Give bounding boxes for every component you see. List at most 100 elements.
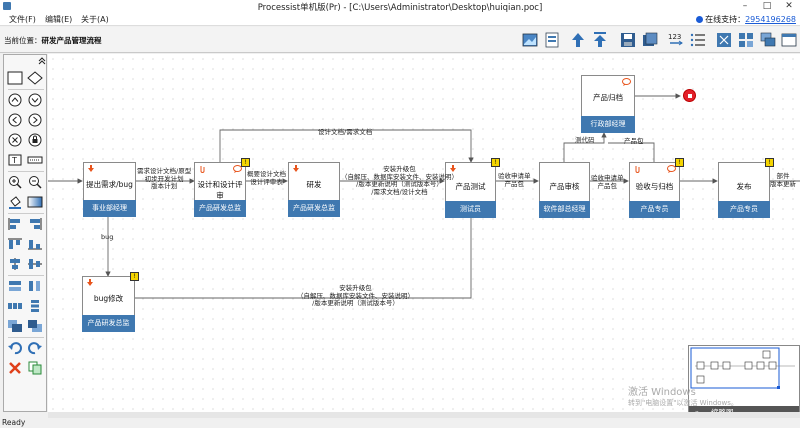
process-node-product-audit[interactable]: 产品审核 软件部总经理 <box>539 162 590 218</box>
redo-icon[interactable] <box>27 341 43 355</box>
layout-icon[interactable] <box>737 31 755 49</box>
process-node-product-archive[interactable]: 产品归档 行政部经理 <box>581 75 635 133</box>
same-width-icon[interactable] <box>7 279 23 293</box>
connector-layer <box>48 93 800 299</box>
horizontal-scrollbar[interactable] <box>48 412 800 418</box>
close-button[interactable]: ✕ <box>785 1 793 11</box>
support-icon <box>695 16 703 23</box>
note-badge: ! <box>130 272 139 281</box>
rectangle-shape-icon[interactable] <box>7 71 23 85</box>
support-phone-link[interactable]: 2954196268 <box>745 15 796 24</box>
menu-edit[interactable]: 编辑(E) <box>45 15 73 24</box>
window-title: Processist单机版(Pr) - [C:\Users\Administra… <box>257 3 543 13</box>
node-label: 产品测试 <box>455 182 486 191</box>
title-bar: Processist单机版(Pr) - [C:\Users\Administra… <box>0 0 800 13</box>
align-top-icon[interactable] <box>7 237 23 251</box>
minimap-panel[interactable]: »缩略图 <box>688 345 800 421</box>
paint-bucket-icon[interactable] <box>7 195 23 209</box>
left-circle-icon[interactable] <box>7 113 23 127</box>
align-center-v-icon[interactable] <box>27 257 43 271</box>
align-center-h-icon[interactable] <box>7 257 23 271</box>
process-node-submit-request[interactable]: 提出需求/bug 事业部经理 <box>83 162 136 217</box>
node-role: 产品专员 <box>718 201 770 218</box>
right-circle-icon[interactable] <box>27 113 43 127</box>
node-role: 产品研发总监 <box>82 315 135 332</box>
same-height-icon[interactable] <box>27 279 43 293</box>
end-stop-icon[interactable] <box>683 89 696 102</box>
export-doc-icon[interactable] <box>543 31 561 49</box>
svg-text:T: T <box>11 156 17 165</box>
note-badge: ! <box>675 158 684 167</box>
bring-front-icon[interactable] <box>7 319 23 333</box>
edge-label: 概要设计文档 设计评审表 <box>247 170 286 186</box>
diagram-canvas[interactable]: 提出需求/bug 事业部经理 ! 设计和设计评审 产品研发总监 研发 产品研发总… <box>48 54 800 412</box>
gradient-fill-icon[interactable] <box>27 195 43 209</box>
distribute-v-icon[interactable] <box>27 299 43 313</box>
process-node-design-review[interactable]: ! 设计和设计评审 产品研发总监 <box>194 158 250 217</box>
distribute-h-icon[interactable] <box>7 299 23 313</box>
edge-label: 产品包 <box>624 137 644 145</box>
node-role: 测试员 <box>445 201 496 218</box>
menu-about[interactable]: 关于(A) <box>81 15 109 24</box>
toolbar: 当前位置：研发产品管理流程 123 <box>0 27 800 53</box>
app-icon <box>3 2 11 10</box>
cancel-circle-icon[interactable] <box>7 133 23 147</box>
collapse-chevron-icon[interactable] <box>38 57 46 65</box>
palette-divider <box>8 213 44 214</box>
breadcrumb-prefix: 当前位置： <box>4 36 42 45</box>
process-node-release[interactable]: ! 发布 产品专员 <box>718 158 774 218</box>
edge-label: 安装升级包 （自解压、数据库安装文件、安装说明） /版本更新说明（测试版本号） <box>297 284 414 307</box>
align-bottom-icon[interactable] <box>27 237 43 251</box>
process-node-bug-fix[interactable]: ! bug修改 产品研发总监 <box>82 272 139 332</box>
up-circle-icon[interactable] <box>7 93 23 107</box>
down-circle-icon[interactable] <box>27 93 43 107</box>
text-box-icon[interactable]: T <box>7 153 23 167</box>
cascade-icon[interactable] <box>759 31 777 49</box>
node-label: 提出需求/bug <box>86 180 133 189</box>
node-label: 设计和设计评审 <box>197 180 243 200</box>
node-role: 软件部总经理 <box>539 201 590 218</box>
list-icon[interactable] <box>689 31 707 49</box>
window-icon[interactable] <box>780 31 798 49</box>
edge-label: bug <box>101 233 114 241</box>
process-node-product-test[interactable]: ! 产品测试 测试员 <box>445 158 500 218</box>
align-right-icon[interactable] <box>27 217 43 231</box>
save-as-icon[interactable] <box>641 31 659 49</box>
start-arrow-icon <box>293 165 299 172</box>
node-role: 产品研发总监 <box>288 200 340 217</box>
zoom-out-icon[interactable] <box>27 175 43 189</box>
maximize-button[interactable]: □ <box>762 1 772 11</box>
process-node-develop[interactable]: 研发 产品研发总监 <box>288 162 340 217</box>
support-label: 在线支持： <box>705 15 746 24</box>
menu-bar: 文件(F) 编辑(E) 关于(A) 在线支持：2954196268 <box>0 12 800 26</box>
node-label: 产品归档 <box>593 93 623 102</box>
process-node-acceptance-archive[interactable]: ! 验收与归档 产品专员 <box>629 158 684 218</box>
edge-label: 安装升级包 （自解压、数据库安装文件、安装说明） /版本更新说明（测试版本号） … <box>341 165 458 196</box>
save-icon[interactable] <box>619 31 637 49</box>
export-image-icon[interactable] <box>521 31 539 49</box>
start-arrow-icon <box>88 165 94 172</box>
undo-icon[interactable] <box>7 341 23 355</box>
edge-label: 设计文档/需求文档 <box>318 128 373 136</box>
comment-icon <box>233 165 242 173</box>
diamond-shape-icon[interactable] <box>27 71 43 85</box>
start-arrow-icon <box>450 165 456 172</box>
delete-icon[interactable] <box>7 361 23 375</box>
fit-window-icon[interactable] <box>715 31 733 49</box>
send-back-icon[interactable] <box>27 319 43 333</box>
arrow-up-icon[interactable] <box>569 31 587 49</box>
arrow-top-icon[interactable] <box>591 31 609 49</box>
copy-icon[interactable] <box>27 361 43 375</box>
minimize-button[interactable]: – <box>742 1 748 11</box>
svg-text:123: 123 <box>668 33 681 41</box>
label-box-icon[interactable] <box>27 153 43 167</box>
node-role: 产品研发总监 <box>194 200 246 217</box>
menu-file[interactable]: 文件(F) <box>9 15 36 24</box>
note-badge: ! <box>491 158 500 167</box>
edge-label: 验收申请单 产品包 <box>498 172 531 188</box>
note-clip-icon <box>635 166 640 173</box>
zoom-in-icon[interactable] <box>7 175 23 189</box>
align-left-icon[interactable] <box>7 217 23 231</box>
lock-circle-icon[interactable] <box>27 133 43 147</box>
numbering-icon[interactable]: 123 <box>667 31 685 49</box>
